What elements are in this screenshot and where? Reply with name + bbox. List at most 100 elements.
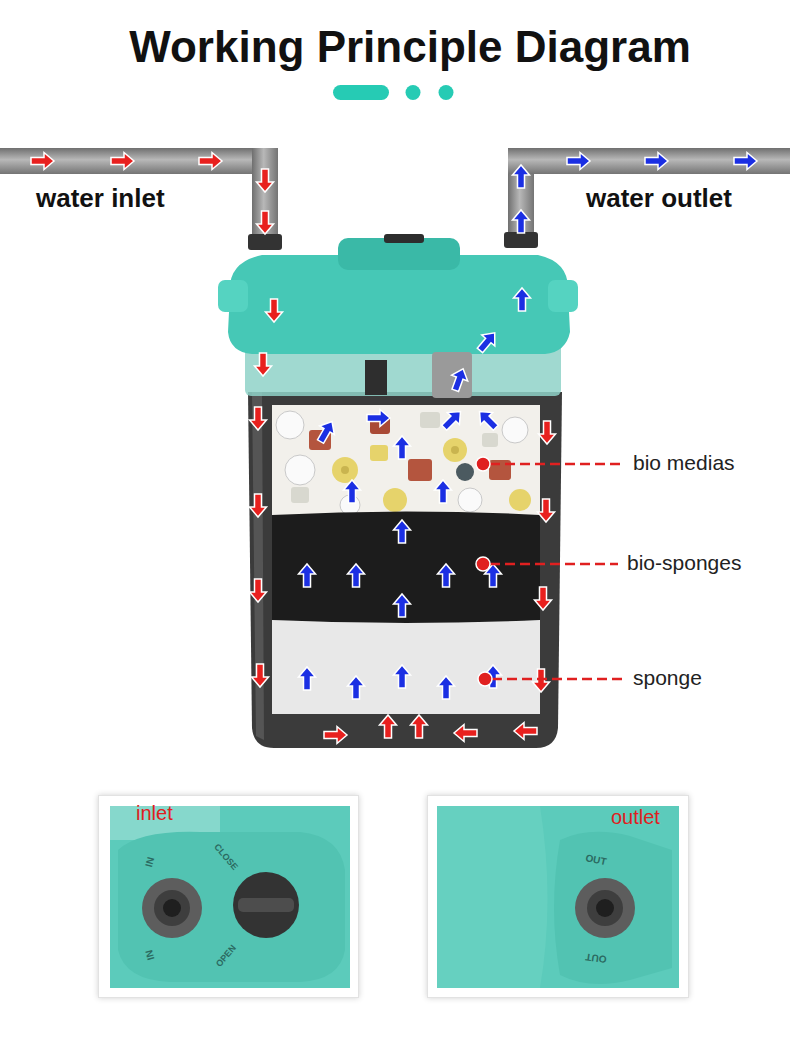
flow-arrow bbox=[513, 165, 530, 188]
outlet-tube bbox=[432, 352, 472, 398]
media-block bbox=[370, 445, 388, 461]
leader-dot bbox=[476, 557, 490, 571]
flow-arrow bbox=[454, 725, 477, 742]
flow-arrow bbox=[252, 664, 269, 687]
part-label: bio-sponges bbox=[627, 551, 741, 575]
outlet-pipe bbox=[508, 148, 790, 174]
leader-dot bbox=[478, 672, 492, 686]
canister-highlight bbox=[252, 392, 264, 740]
lid-tube bbox=[365, 360, 387, 395]
media-ring bbox=[451, 446, 459, 454]
inlet-nozzle bbox=[154, 890, 190, 926]
flow-arrow bbox=[344, 480, 361, 503]
title-pill bbox=[333, 85, 389, 100]
inset-panel: outlet bbox=[427, 795, 689, 998]
media-sponge bbox=[482, 433, 498, 447]
media-ball bbox=[458, 488, 482, 512]
part-label: sponge bbox=[633, 666, 702, 690]
inlet-nozzle bbox=[142, 878, 202, 938]
panel-title: outlet bbox=[611, 806, 660, 829]
inset-frame bbox=[427, 795, 689, 998]
flow-arrow bbox=[513, 210, 530, 233]
media-ball bbox=[285, 455, 315, 485]
flow-arrows-in bbox=[31, 153, 556, 744]
flow-arrow bbox=[394, 436, 411, 459]
flow-arrow bbox=[299, 564, 316, 587]
flow-arrow bbox=[313, 417, 339, 445]
flow-arrow bbox=[257, 211, 274, 234]
flow-arrow bbox=[257, 169, 274, 192]
flow-arrows-out bbox=[299, 153, 758, 700]
inset-photo bbox=[437, 806, 679, 988]
flow-arrow bbox=[438, 676, 455, 699]
flow-arrow bbox=[435, 480, 452, 503]
inset-housing bbox=[554, 832, 672, 984]
lid-clip bbox=[548, 280, 578, 312]
outlet-nozzle bbox=[587, 890, 623, 926]
pipe-label: water inlet bbox=[36, 184, 165, 214]
media-ball bbox=[276, 411, 304, 439]
flow-arrow bbox=[447, 366, 471, 393]
media-sponge bbox=[291, 487, 309, 503]
flow-arrow bbox=[645, 153, 668, 170]
lid-clip bbox=[218, 280, 248, 312]
flow-arrow bbox=[394, 520, 411, 543]
flow-arrow bbox=[31, 153, 54, 170]
inset-panel: inlet bbox=[98, 795, 359, 998]
leader-line bbox=[490, 563, 618, 566]
inlet-nozzle bbox=[163, 899, 181, 917]
flow-arrow bbox=[394, 594, 411, 617]
flow-arrow bbox=[299, 667, 316, 690]
flow-arrow bbox=[438, 406, 466, 434]
part-label: bio medias bbox=[633, 451, 735, 475]
flow-arrow bbox=[111, 153, 134, 170]
media-ring bbox=[509, 489, 531, 511]
leader-line bbox=[492, 678, 624, 681]
media-sponge bbox=[420, 412, 440, 428]
flow-arrow bbox=[250, 579, 267, 602]
pipe-label: water outlet bbox=[586, 184, 732, 214]
flow-arrow bbox=[567, 153, 590, 170]
title-dot bbox=[406, 85, 421, 100]
inlet-connector bbox=[248, 234, 282, 250]
flow-arrow bbox=[514, 723, 537, 740]
valve-knob bbox=[233, 872, 299, 938]
valve-lever bbox=[238, 898, 294, 912]
flow-arrow bbox=[266, 299, 283, 322]
flow-arrow bbox=[250, 407, 267, 430]
media-ring bbox=[443, 438, 467, 462]
flow-arrow bbox=[539, 421, 556, 444]
media-ball bbox=[502, 417, 528, 443]
media-ring bbox=[332, 457, 358, 483]
inlet-pipe bbox=[0, 148, 278, 174]
flow-arrow bbox=[514, 288, 531, 311]
inset-housing bbox=[118, 832, 345, 982]
panel-title: inlet bbox=[136, 802, 173, 825]
leader-line bbox=[490, 463, 624, 466]
leader-dot bbox=[476, 457, 490, 471]
outlet-nozzle bbox=[575, 878, 635, 938]
flow-arrow bbox=[734, 153, 757, 170]
outlet-nozzle bbox=[596, 899, 614, 917]
inlet-pipe bbox=[252, 148, 278, 243]
flow-arrow bbox=[473, 327, 501, 356]
flow-arrow bbox=[535, 587, 552, 610]
flow-arrow bbox=[533, 669, 550, 692]
title-dot bbox=[439, 85, 454, 100]
canister-body bbox=[248, 392, 562, 748]
flow-arrow bbox=[380, 715, 397, 738]
lid-button bbox=[384, 234, 424, 243]
flow-arrow bbox=[438, 564, 455, 587]
sponge-layer bbox=[272, 620, 540, 714]
media-ring bbox=[383, 488, 407, 512]
flow-arrow bbox=[255, 353, 272, 376]
flow-arrow bbox=[348, 676, 365, 699]
flow-arrow bbox=[348, 564, 365, 587]
media-stone bbox=[456, 463, 474, 481]
flow-arrow bbox=[538, 499, 555, 522]
flow-arrow bbox=[394, 665, 411, 688]
flow-arrow bbox=[367, 410, 390, 427]
